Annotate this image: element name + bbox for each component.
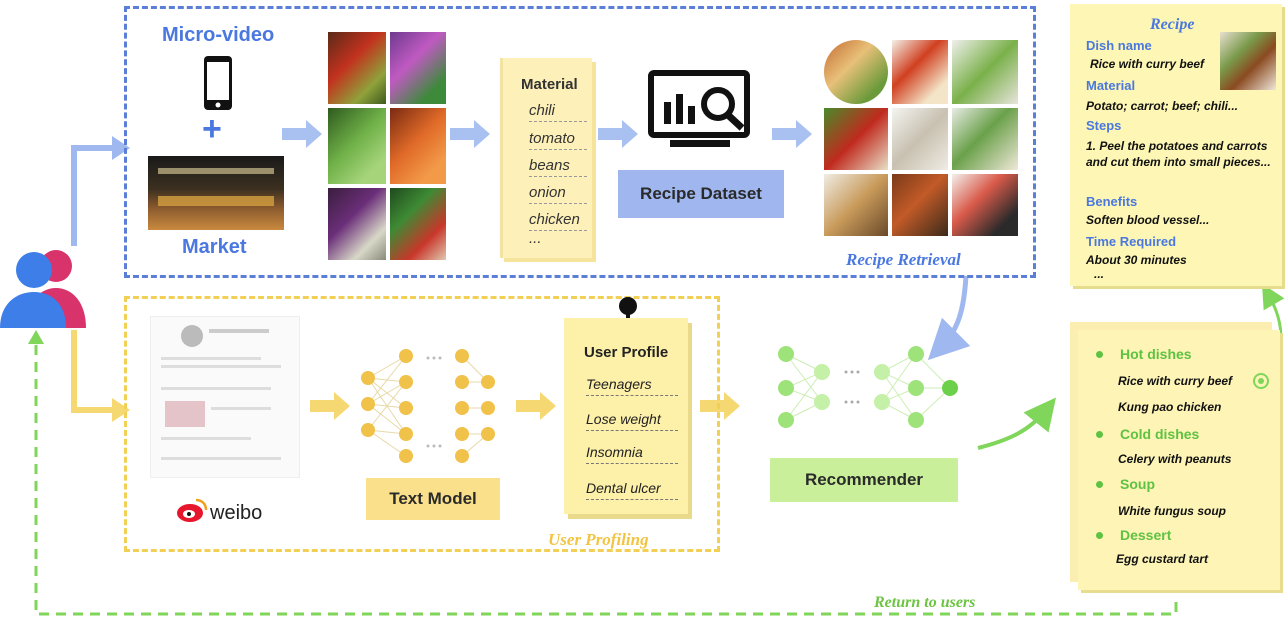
recipe-retrieval-label: Recipe Retrieval — [846, 250, 961, 269]
material-item: tomato — [529, 130, 587, 150]
dish-item: Celery with peanuts — [1118, 452, 1232, 466]
text-model-network-diagram — [361, 349, 495, 463]
dish-item: White fungus soup — [1118, 504, 1226, 518]
dish-photo — [1220, 32, 1276, 90]
recipe-field-value: About 30 minutes — [1086, 253, 1187, 267]
user-profile-title: User Profile — [584, 344, 669, 361]
data-analysis-monitor-icon — [648, 70, 750, 147]
vegetable-photo — [328, 188, 386, 260]
arrow-profile-to-recommender — [700, 392, 740, 420]
recipe-photo — [892, 40, 948, 104]
recipe-field-label: Dish name — [1086, 38, 1152, 53]
weibo-feed-screenshot — [150, 316, 300, 478]
profile-item: Insomnia — [586, 444, 678, 464]
micro-video-label: Micro-video — [162, 24, 275, 46]
material-list: Material chili tomato beans onion chicke… — [500, 58, 592, 258]
market-label: Market — [182, 236, 247, 258]
recipe-field-label: Time Required — [1086, 234, 1177, 249]
user-to-retrieval-connector — [71, 145, 118, 246]
arrow-photos-to-materials — [450, 120, 490, 148]
vegetable-photo — [390, 32, 446, 104]
material-list-title: Material — [521, 76, 578, 93]
recipe-field-label: Material — [1086, 78, 1136, 93]
market-photo — [148, 156, 284, 230]
recommender-to-list-connector — [977, 397, 1056, 450]
recipe-field-value: 1. Peel the potatoes and carrots and cut… — [1086, 139, 1271, 169]
recipe-photo — [952, 108, 1018, 170]
retrieval-to-recommender-connector — [927, 275, 971, 361]
recipe-photo — [952, 40, 1018, 104]
user-profiling-label: User Profiling — [548, 530, 649, 549]
material-item: chicken — [529, 211, 587, 231]
recipe-card-title: Recipe — [1150, 16, 1195, 33]
user-to-retrieval-arrowhead — [112, 136, 130, 160]
bullet-icon — [1096, 481, 1103, 488]
weibo-logo-icon — [177, 498, 208, 522]
recipe-field-label: Steps — [1086, 118, 1122, 133]
dish-item: Kung pao chicken — [1118, 400, 1222, 414]
dish-category: Soup — [1120, 476, 1155, 492]
recipe-detail-card: Recipe Dish name Rice with curry beef Ma… — [1070, 4, 1282, 286]
arrow-weibo-to-text-model — [310, 392, 350, 420]
recipe-field-label: Benefits — [1086, 194, 1138, 209]
return-to-users-arrowhead — [28, 330, 44, 344]
arrow-dataset-to-recipes — [772, 120, 812, 148]
material-item: chili — [529, 102, 587, 122]
material-item: ... — [529, 230, 542, 247]
recipe-field-value: Potato; carrot; beef; chili... — [1086, 99, 1239, 113]
recipe-photo — [892, 174, 948, 236]
dish-category: Hot dishes — [1120, 346, 1192, 362]
user-to-profiling-connector — [71, 330, 118, 413]
recommendation-list-card: Hot dishes Rice with curry beef Kung pao… — [1078, 330, 1280, 590]
recipe-field-value: Rice with curry beef — [1090, 57, 1205, 71]
selected-marker-icon — [1253, 373, 1269, 389]
dish-item: Rice with curry beef — [1118, 374, 1233, 388]
vegetable-photo — [390, 108, 446, 184]
recipe-card-ellipsis: ... — [1094, 267, 1105, 281]
arrow-materials-to-dataset — [598, 120, 638, 148]
return-to-users-connector — [34, 340, 1178, 616]
arrow-inputs-to-photos — [282, 120, 322, 148]
dish-item: Egg custard tart — [1116, 552, 1209, 566]
user-to-profiling-arrowhead — [112, 398, 130, 422]
arrow-text-model-to-profile — [516, 392, 556, 420]
users-icon — [0, 250, 86, 328]
material-item: onion — [529, 184, 587, 204]
bullet-icon — [1096, 431, 1103, 438]
vegetable-photo — [390, 188, 446, 260]
profile-item: Teenagers — [586, 376, 678, 396]
smartphone-icon — [204, 56, 232, 110]
recipe-photo — [892, 108, 948, 170]
recommender-button: Recommender — [770, 458, 958, 502]
recipe-photo — [952, 174, 1018, 236]
dish-category: Cold dishes — [1120, 426, 1200, 442]
plus-sign: + — [202, 110, 222, 148]
recipe-retrieval-box — [124, 6, 1036, 278]
recommender-network-diagram — [778, 346, 958, 428]
text-model-button: Text Model — [366, 478, 500, 520]
bullet-icon — [1096, 351, 1103, 358]
material-item: beans — [529, 157, 587, 177]
user-profile-note: User Profile Teenagers Lose weight Insom… — [564, 318, 688, 514]
vegetable-photo — [328, 108, 386, 184]
recipe-field-value: Soften blood vessel... — [1086, 213, 1210, 227]
recipe-photo — [824, 108, 888, 170]
recipe-dataset-button: Recipe Dataset — [618, 170, 784, 218]
recipe-photo — [824, 174, 888, 236]
user-profiling-box — [124, 296, 720, 552]
profile-item: Lose weight — [586, 411, 678, 431]
bullet-icon — [1096, 532, 1103, 539]
recipe-photo — [824, 40, 888, 104]
dish-category: Dessert — [1120, 527, 1172, 543]
vegetable-photo — [328, 32, 386, 104]
weibo-label: weibo — [210, 502, 263, 524]
profile-item: Dental ulcer — [586, 480, 678, 500]
return-to-users-label: Return to users — [874, 594, 976, 611]
